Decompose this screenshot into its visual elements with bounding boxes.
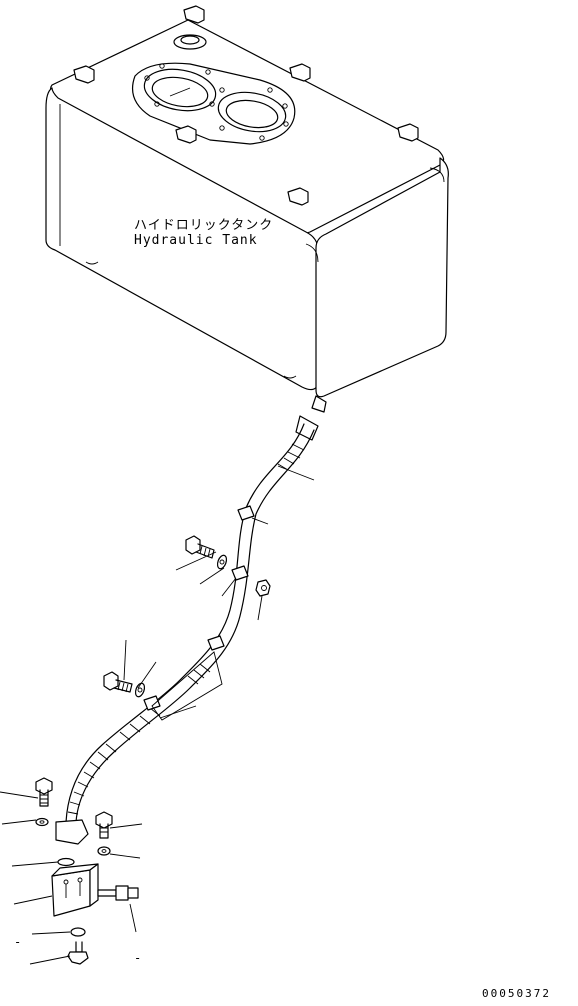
drain-hose xyxy=(55,395,327,845)
clamp-bolt-upper xyxy=(185,535,215,559)
bottom-plug xyxy=(67,941,89,965)
tank-label-japanese: ハイドロリックタンク xyxy=(134,218,273,233)
washer-upper xyxy=(216,554,228,570)
leader-mark-right: - xyxy=(134,951,141,965)
flange-washer-left xyxy=(35,817,49,827)
bottom-washer xyxy=(70,927,86,937)
clamp-bolt-middle xyxy=(103,671,133,693)
flange-bolt-left xyxy=(35,777,53,807)
leader-lines xyxy=(0,465,315,965)
leader-mark-left: - xyxy=(14,935,21,949)
flange-washer-right xyxy=(97,846,111,856)
tank-label-english: Hydraulic Tank xyxy=(134,233,258,248)
drain-plug-fitting xyxy=(97,885,139,901)
flange-bolt-right xyxy=(95,811,113,839)
nut-upper xyxy=(255,579,271,597)
drawing-number: 00050372 xyxy=(482,987,551,1000)
washer-middle xyxy=(134,682,146,698)
o-ring xyxy=(57,857,75,867)
drain-valve-block xyxy=(51,863,99,917)
hydraulic-tank: ハイドロリックタンク Hydraulic Tank xyxy=(45,5,449,398)
